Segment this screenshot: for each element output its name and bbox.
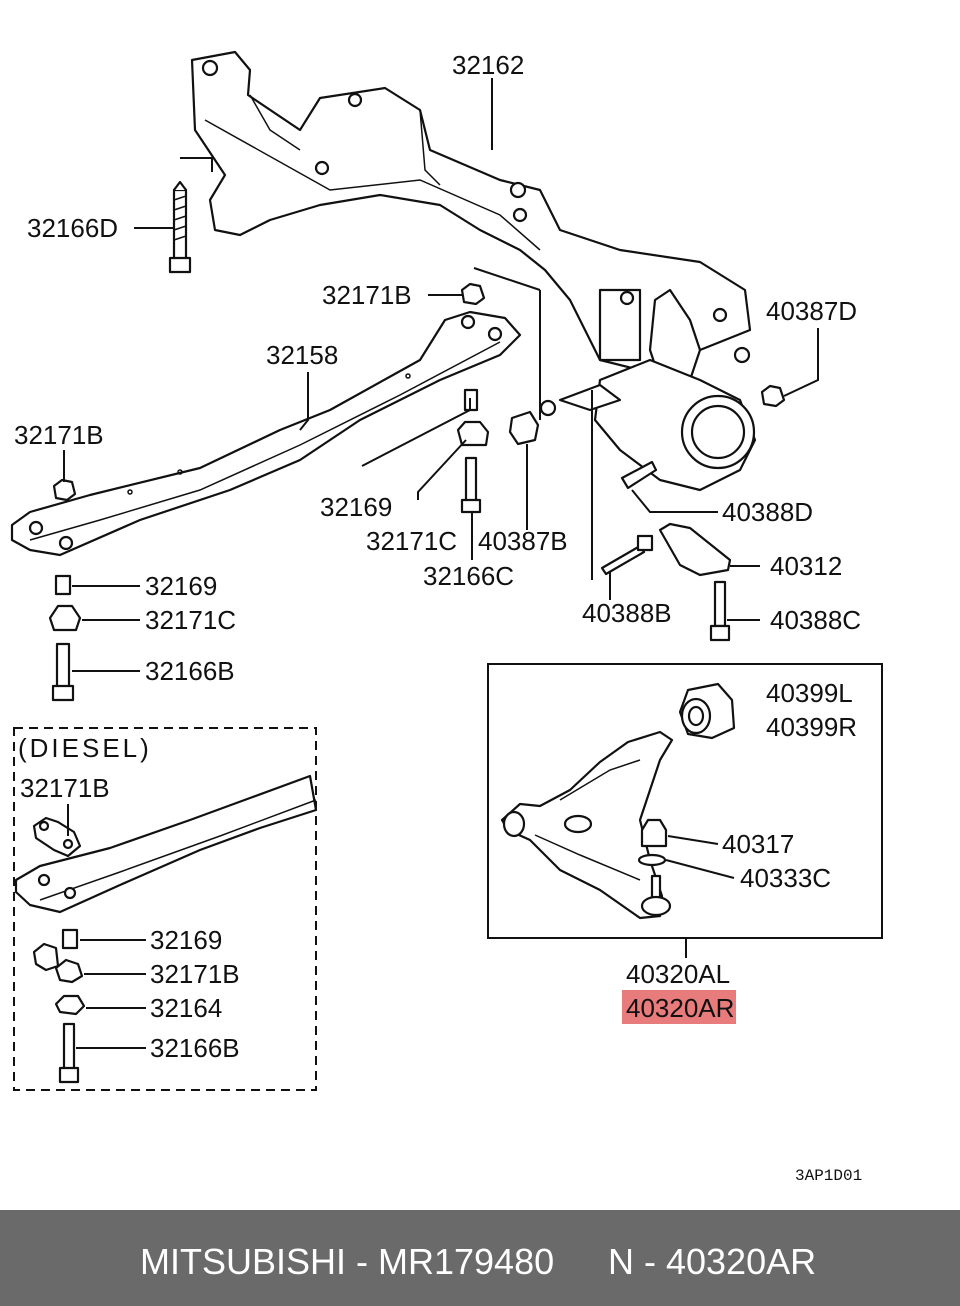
bolt-40388C [709, 580, 731, 642]
label-32169-c: 32169 [150, 925, 222, 955]
diesel-box [13, 727, 317, 1091]
label-32166B-b: 32166B [150, 1033, 240, 1063]
label-40387D: 40387D [766, 296, 857, 326]
label-32171C-b: 32171C [145, 605, 236, 635]
ball-joint [640, 874, 672, 917]
bushing-40387B [508, 410, 540, 446]
nut-32171B-left [52, 478, 77, 502]
diesel-mount-32171B-a [32, 816, 82, 858]
label-40388C: 40388C [770, 605, 861, 635]
label-40320AR: 40320AR [626, 993, 734, 1023]
label-32158: 32158 [266, 340, 338, 370]
label-32164: 32164 [150, 993, 222, 1023]
label-40312: 40312 [770, 551, 842, 581]
bushing-32171C-b [48, 604, 82, 632]
label-40317: 40317 [722, 829, 794, 859]
diesel-mount-32171B-b [32, 942, 84, 984]
bolt-32166C [460, 456, 482, 514]
parts-diagram: 32162 32166D 32171B 40387D 32158 32171B … [10, 50, 883, 1185]
bolt-32166B-a [51, 642, 75, 702]
label-32166C: 32166C [423, 561, 514, 591]
label-32171B-top: 32171B [322, 280, 412, 310]
label-40333C: 40333C [740, 863, 831, 893]
label-diesel: (DIESEL) [18, 733, 152, 763]
bushing-40399 [678, 682, 736, 740]
label-40387B: 40387B [478, 526, 568, 556]
label-40399R: 40399R [766, 712, 857, 742]
diesel-member [14, 774, 318, 914]
member-32158 [10, 310, 522, 557]
bushing-32171C-a [456, 420, 490, 447]
label-32169-b: 32169 [145, 571, 217, 601]
diesel-bolt-32166B [58, 1022, 80, 1084]
ring-40333C [637, 853, 667, 867]
label-40388D: 40388D [722, 497, 813, 527]
bolt-40388D [620, 460, 658, 490]
boot-40317 [640, 818, 668, 848]
diesel-washer-32164 [54, 994, 86, 1016]
label-40388B: 40388B [582, 598, 672, 628]
bolt-32166D [168, 180, 192, 274]
label-32171B-left: 32171B [14, 420, 104, 450]
label-32169-a: 32169 [320, 492, 392, 522]
diagram-code: 3AP1D01 [795, 1167, 862, 1185]
knuckle-hub [558, 358, 757, 492]
highlight-40320AR [622, 990, 736, 1024]
footer-bar [0, 1210, 960, 1306]
label-32162: 32162 [452, 50, 524, 80]
bolt-40388B [600, 534, 654, 576]
label-32171B-diesel-a: 32171B [20, 773, 110, 803]
nut-40387D [760, 384, 786, 408]
label-32166B-a: 32166B [145, 656, 235, 686]
spacer-32169-b [54, 574, 72, 596]
label-32166D: 32166D [27, 213, 118, 243]
label-32171B-diesel-b: 32171B [150, 959, 240, 989]
label-40320AL: 40320AL [626, 959, 730, 989]
lower-arm-40320 [500, 730, 674, 920]
leader-lines [63, 78, 819, 1049]
crossmember-32162 [190, 50, 752, 417]
footer-catalog-number: N - 40320AR [608, 1241, 817, 1282]
clamp-40312 [658, 522, 732, 577]
label-40399L: 40399L [766, 678, 853, 708]
footer-brand-part-number: MITSUBISHI - MR179480 [140, 1241, 555, 1282]
diesel-spacer-32169 [61, 928, 79, 950]
label-32171C-a: 32171C [366, 526, 457, 556]
nut-32171B-top [460, 282, 486, 306]
